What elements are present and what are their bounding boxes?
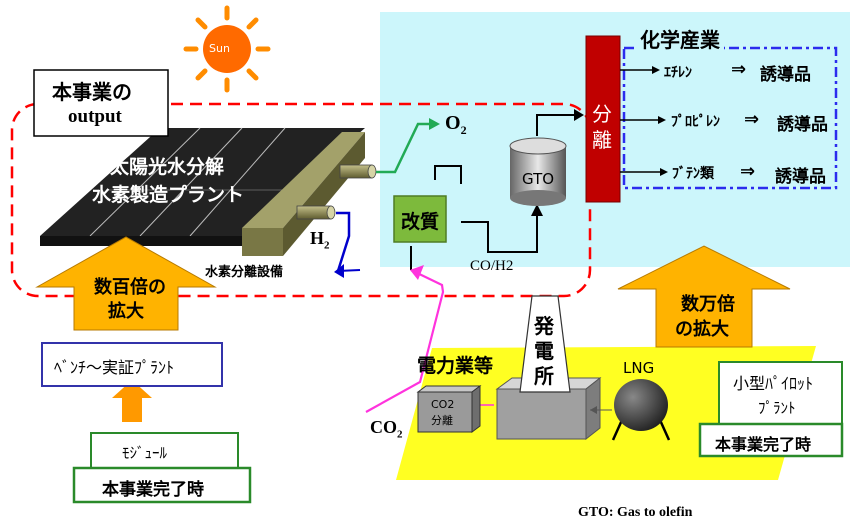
products-boundary — [622, 46, 838, 190]
co2-separation-unit — [416, 385, 482, 433]
power-station-icon — [495, 295, 602, 441]
reforming-label: 改質 — [401, 211, 440, 233]
completion-right-label: 本事業完了時 — [715, 435, 812, 454]
scope-label-box — [33, 69, 169, 137]
scope-label-line1: 本事業の — [52, 80, 132, 104]
gto-inlet-arrowhead — [531, 204, 543, 216]
gto-tank-label: GTO — [522, 170, 555, 188]
scale-up-hundreds-line1: 数百倍の — [94, 277, 166, 298]
o2-sub: 2 — [460, 123, 467, 137]
product-butenes-derivative: 誘導品 — [775, 167, 826, 187]
o2-flow-arrow — [376, 118, 440, 174]
separator-box — [585, 35, 621, 203]
footnote: GTO: Gas to olefin — [578, 505, 693, 520]
bench-plant-box — [41, 342, 223, 387]
product-propylene-arrow: ⇒ — [744, 109, 760, 130]
syngas-label: CO/H2 — [470, 258, 514, 274]
small-up-arrow — [112, 380, 152, 422]
gto-tank-icon — [509, 137, 567, 206]
scale-up-tens-of-thousands-line2: の拡大 — [675, 319, 729, 340]
h2-sub: 2 — [324, 239, 330, 252]
o2-base: O — [445, 112, 461, 134]
power-station-line1: 発 — [534, 314, 554, 338]
co2-flow-arrow — [365, 265, 445, 413]
h2-base: H — [310, 228, 325, 248]
power-station-line2: 電 — [534, 339, 554, 363]
sun-icon — [183, 5, 271, 93]
product-propylene-derivative: 誘導品 — [777, 115, 828, 135]
completion-right-box — [698, 422, 844, 458]
lng-tank-icon — [611, 379, 671, 441]
plant-label-line1: 太陽光水分解 — [110, 156, 225, 178]
scale-up-tens-of-thousands-arrow — [617, 245, 791, 348]
co2-base: CO — [370, 417, 397, 437]
h2-flow-arrow — [334, 211, 361, 278]
product-butenes: ﾌﾞﾃﾝ類 — [672, 166, 714, 182]
lng-label: LNG — [623, 359, 655, 377]
separator-label-line1: 分 — [592, 102, 612, 126]
o2-label: O2 — [445, 112, 467, 138]
power-station-line3: 所 — [534, 364, 554, 388]
process-lines — [410, 114, 576, 270]
module-label: ﾓｼﾞｭｰﾙ — [122, 444, 168, 462]
pilot-plant-line2: ﾌﾟﾗﾝﾄ — [758, 399, 796, 417]
scale-up-hundreds-line2: 拡大 — [108, 301, 144, 322]
pilot-plant-box — [718, 361, 843, 425]
completion-left-label: 本事業完了時 — [102, 480, 204, 500]
sun-label: Sun — [209, 42, 230, 55]
pilot-plant-line1: 小型ﾊﾟｲﾛｯﾄ — [733, 374, 814, 393]
co2-separation-line2: 分離 — [431, 414, 453, 427]
separator-label-line2: 離 — [592, 128, 612, 152]
separator-inlet-arrowhead — [574, 109, 584, 121]
separation-equipment-label: 水素分離設備 — [205, 265, 284, 280]
chemical-industry-title: 化学産業 — [636, 24, 724, 53]
h2-label: H2 — [310, 228, 330, 252]
product-butenes-arrow: ⇒ — [740, 161, 756, 182]
co2-label: CO2 — [370, 417, 403, 441]
product-ethylene-derivative: 誘導品 — [760, 65, 811, 85]
bench-plant-label: ﾍﾞﾝﾁ～実証ﾌﾟﾗﾝﾄ — [54, 358, 175, 377]
power-industry-title: 電力業等 — [417, 355, 494, 377]
plant-label-line2: 水素製造プラント — [92, 184, 245, 206]
co2-separation-line1: CO2 — [431, 398, 455, 411]
reforming-box — [393, 195, 447, 243]
scale-up-tens-of-thousands-line1: 数万倍 — [681, 294, 735, 315]
co2-sub: 2 — [397, 428, 403, 441]
scale-up-hundreds-arrow — [35, 236, 217, 331]
solar-plant-icon — [40, 127, 365, 256]
scope-label-line2: output — [68, 106, 122, 127]
completion-left-box — [72, 466, 252, 504]
product-ethylene: ｴﾁﾚﾝ — [664, 65, 692, 81]
product-arrows — [620, 69, 662, 173]
product-ethylene-arrow: ⇒ — [731, 59, 747, 80]
pipes — [296, 164, 377, 220]
product-propylene: ﾌﾟﾛﾋﾟﾚﾝ — [671, 114, 720, 130]
